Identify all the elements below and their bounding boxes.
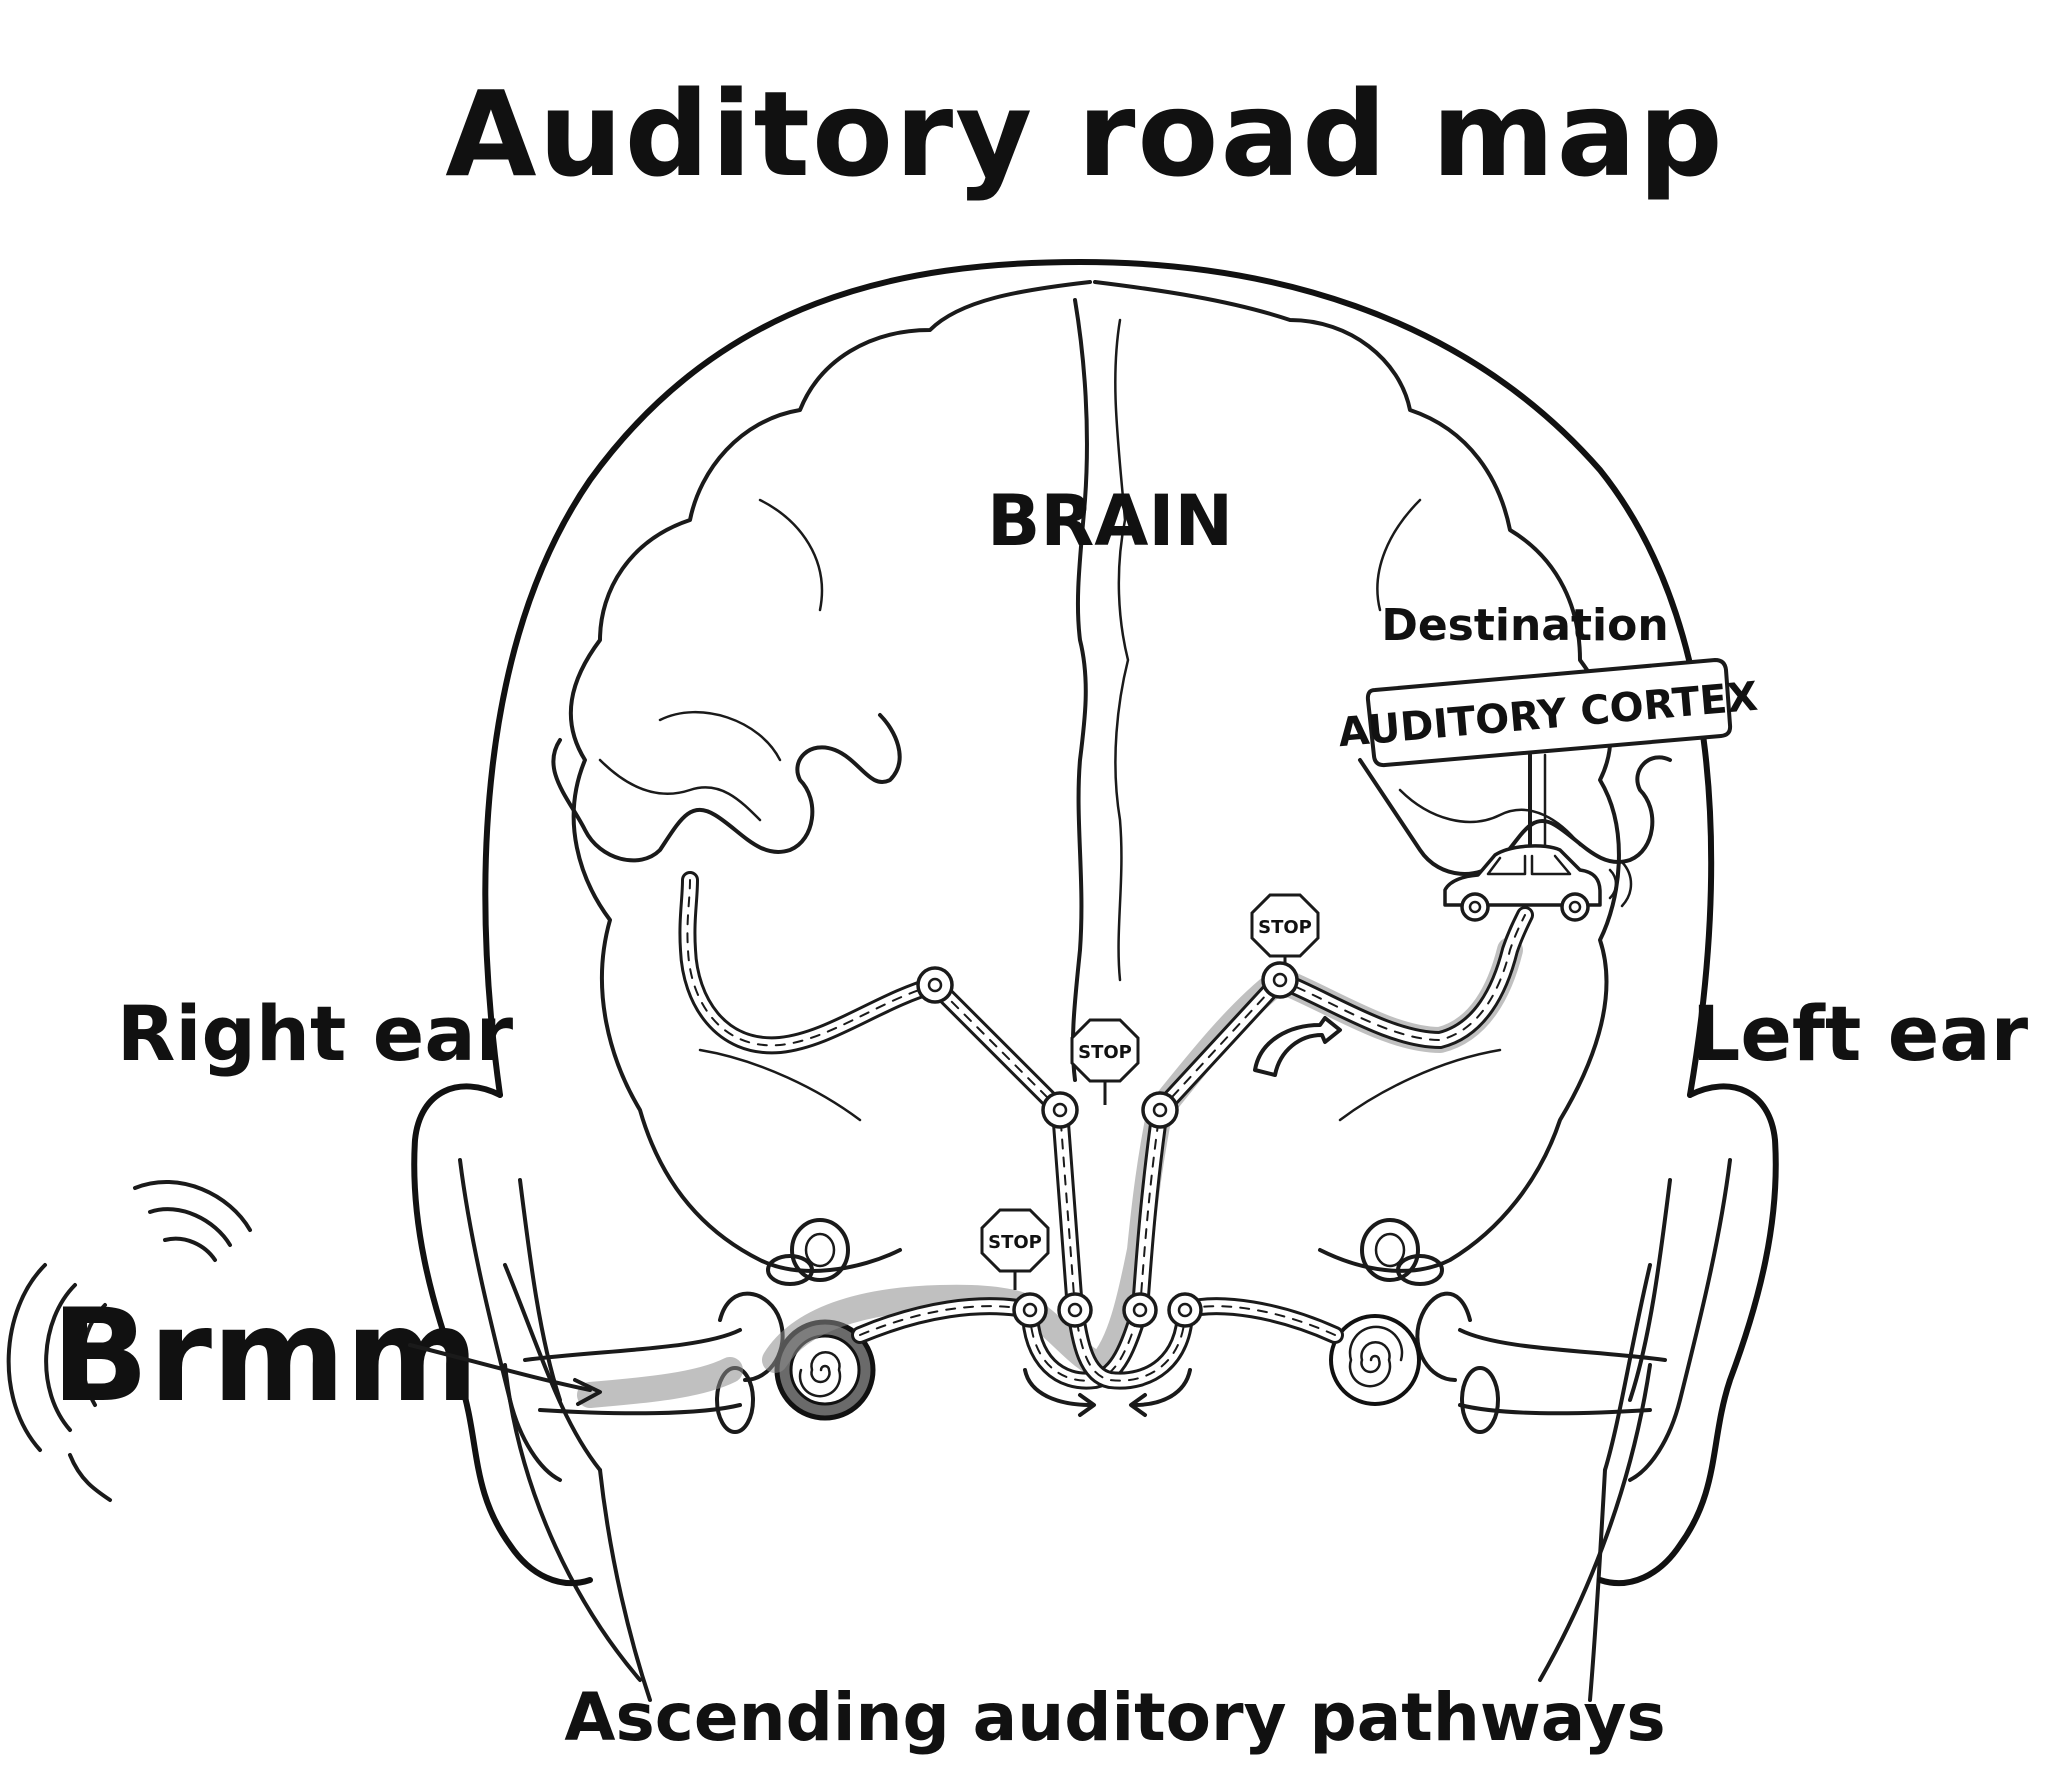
relay-node [916,966,954,1004]
pathways-caption: Ascending auditory pathways [564,1679,1665,1756]
relay-node [1012,1292,1048,1328]
arrow-icon [408,1343,602,1406]
stop-sign-icon: STOP [1070,1018,1140,1105]
destination-label: Destination [1381,600,1668,651]
right-ear-canal [523,1328,742,1416]
destination-sign: Destination AUDITORY CORTEX [1336,600,1760,882]
left-ear-label: Left ear [1692,989,2029,1078]
relay-node [1167,1292,1203,1328]
relay-node [1041,1091,1079,1129]
crossing-arrows [1023,1368,1192,1417]
stop-sign-icon: STOP [1250,893,1320,965]
relay-node [1261,961,1299,999]
sound-wave-icon [6,1180,252,1502]
stop-sign-label: STOP [1078,1042,1132,1063]
auditory-pathway-roads [577,871,1534,1408]
stop-sign-icon: STOP [980,1208,1050,1290]
brain-label: BRAIN [987,480,1233,562]
relay-node [1141,1091,1179,1129]
arrow-icon [1253,1016,1342,1077]
right-ear-label: Right ear [117,989,514,1078]
head-outline [482,259,1715,1702]
car-icon [1443,844,1633,922]
relay-node [1122,1292,1158,1328]
arrow-icon [1023,1368,1096,1417]
arrow-icon [1129,1368,1192,1417]
left-ear-canal [1458,1328,1667,1416]
brain-illustration: BRAIN [551,280,1672,1273]
stop-sign-label: STOP [988,1232,1042,1253]
left-ear [1597,1083,1779,1587]
stop-sign-label: STOP [1258,917,1312,938]
left-inner-ear [1329,1218,1500,1434]
sound-label: Brmm [51,1282,478,1431]
relay-nodes [916,961,1299,1328]
diagram-title: Auditory road map [445,65,1724,203]
relay-node [1057,1292,1093,1328]
cochlea-icon [1329,1314,1421,1406]
